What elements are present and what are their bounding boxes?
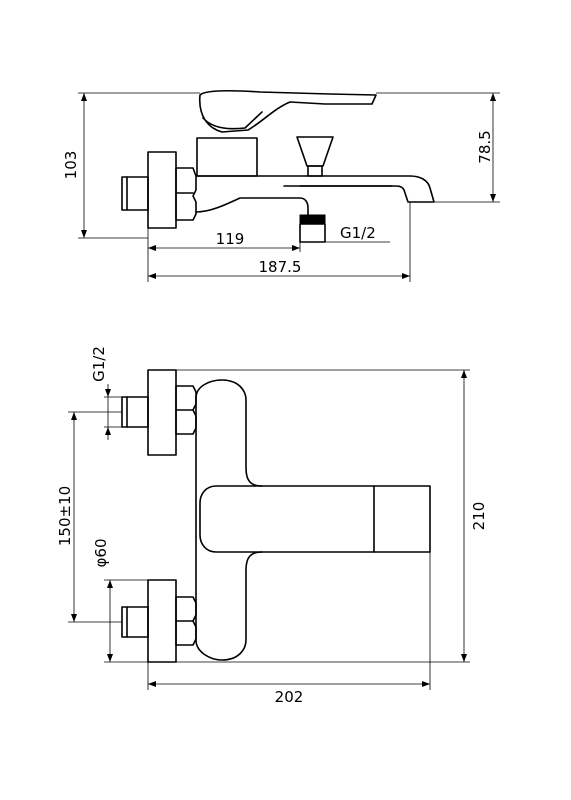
dim-height-overall: 103 — [62, 151, 80, 180]
upper-flange — [147, 369, 177, 456]
dim-height-spout: 78.5 — [476, 130, 494, 163]
dim-thread-outlet: G1/2 — [340, 224, 376, 242]
diverter-knob — [296, 136, 334, 167]
spout-top — [199, 485, 431, 553]
upper-hex-nut — [175, 385, 197, 435]
dim-thread-inlet: G1/2 — [90, 346, 108, 382]
lower-hex-nut — [175, 596, 197, 646]
spout-lower — [195, 197, 309, 216]
wall-flange — [147, 151, 177, 229]
mixer-body — [195, 379, 375, 661]
dim-length-overall: 187.5 — [259, 258, 302, 276]
upper-inlet — [121, 396, 149, 428]
lower-inlet — [121, 606, 149, 638]
hex-nut — [175, 167, 197, 221]
outlet-thread — [299, 214, 326, 225]
valve-body — [196, 137, 258, 177]
top-view: G1/2 150±10 φ60 210 202 — [56, 346, 488, 706]
dim-length-overall-top: 202 — [275, 688, 304, 706]
inlet-pipe — [121, 176, 149, 211]
dim-diameter: φ60 — [92, 539, 110, 568]
side-view: 103 78.5 119 G1/2 187.5 — [62, 89, 500, 282]
lever-handle — [198, 89, 377, 133]
dim-width-overall: 210 — [470, 502, 488, 531]
lever-handle-lower — [202, 111, 263, 130]
dim-length-inlet: 119 — [216, 230, 245, 248]
body-connector — [195, 175, 435, 203]
dim-center-distance: 150±10 — [56, 486, 74, 546]
lower-flange — [147, 579, 177, 663]
